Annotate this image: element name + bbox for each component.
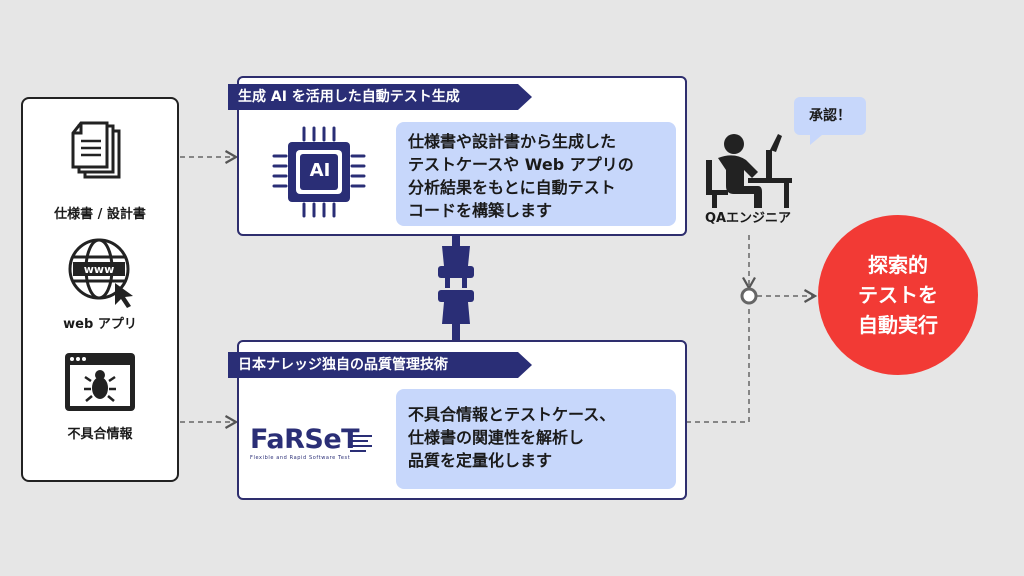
ai-chip-icon [272,126,366,218]
result-line: 自動実行 [858,313,938,337]
ai-desc-line: 仕様書や設計書から生成した [408,132,617,151]
ai-description: 仕様書や設計書から生成した テストケースや Web アプリの 分析結果をもとに自… [396,122,676,226]
farset-desc-line: 仕様書の関連性を解析し [408,428,585,447]
farset-box-title: 日本ナレッジ独自の品質管理技術 [228,352,532,378]
farset-desc-line: 品質を定量化します [408,451,553,470]
result-line: 探索的 [868,253,928,277]
qa-engineer-icon [706,134,792,208]
farset-logo: FaRSeT Flexible and Rapid Software Test [250,424,375,474]
input-label-docs: 仕様書 / 設計書 [54,207,146,222]
bug-window-icon [65,353,135,411]
documents-icon [71,121,121,179]
ai-box-title: 生成 AI を活用した自動テスト生成 [228,84,532,110]
input-label-bugs: 不具合情報 [67,427,133,442]
result-line: テストを [858,283,938,307]
farset-lines-icon [350,435,372,452]
farset-desc-line: 不具合情報とテストケース、 [408,405,616,424]
plug-connector-icon [438,234,474,342]
ai-desc-line: テストケースや Web アプリの [408,155,634,174]
ai-chip-label: AI [309,160,331,181]
farset-logo-subtitle: Flexible and Rapid Software Test [250,455,351,461]
ai-desc-line: 分析結果をもとに自動テスト [408,178,616,197]
exploratory-test-result: 探索的 テストを 自動実行 [818,215,978,375]
farset-logo-text: FaRSeT [250,424,360,455]
ai-desc-line: コードを構築します [408,201,553,220]
www-globe-icon: www [68,238,133,308]
inputs-panel: 仕様書 / 設計書 www web アプリ 不具合情報 [21,97,179,482]
approval-bubble: 承認！ [794,97,866,145]
input-label-webapp: web アプリ [63,317,137,332]
farset-description: 不具合情報とテストケース、 仕様書の関連性を解析し 品質を定量化します [396,389,676,489]
qa-engineer-label: QAエンジニア [704,211,792,226]
svg-text:www: www [84,263,115,276]
